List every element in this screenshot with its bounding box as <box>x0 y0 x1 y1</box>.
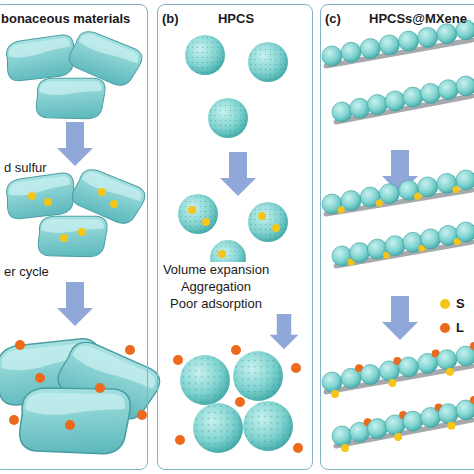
annotation-text: er cycle <box>2 264 51 280</box>
sulfur-dot <box>331 390 339 398</box>
polysulfide-dot <box>470 342 474 350</box>
panel-box: bonaceous materials <box>0 4 148 470</box>
panel-box: (b) HPCS <box>157 4 313 470</box>
carbon-sphere <box>421 229 441 249</box>
carbon-sphere <box>438 404 458 424</box>
carbon-sphere <box>341 191 361 211</box>
carbon-sphere <box>456 76 474 96</box>
legend-item: L <box>440 320 464 335</box>
carbon-sphere <box>399 357 419 377</box>
carbon-sphere <box>418 27 438 47</box>
sulfur-dot <box>394 433 402 441</box>
carbon-sphere <box>379 35 399 55</box>
carbon-sphere <box>332 102 352 122</box>
carbon-sphere <box>350 243 370 263</box>
carbon-sphere <box>350 98 370 118</box>
sulfur-dot <box>414 193 421 200</box>
legend-text: S <box>456 296 465 311</box>
legend-swatch <box>440 299 450 309</box>
carbon-sphere <box>360 365 380 385</box>
sulfur-dot <box>376 200 383 207</box>
panel-heading: HPCSs@MXene <box>369 11 467 26</box>
carbon-sphere <box>379 184 399 204</box>
carbon-sphere <box>385 236 405 256</box>
legend-item: S <box>440 296 465 311</box>
sulfur-dot <box>341 444 349 452</box>
carbon-sphere <box>360 39 380 59</box>
carbon-sphere <box>403 87 423 107</box>
panel-letter: (c) <box>325 11 341 26</box>
sulfur-dot <box>447 422 455 430</box>
carbon-sphere <box>322 372 342 392</box>
carbon-sphere <box>437 24 457 44</box>
carbon-sphere <box>332 426 352 446</box>
legend-swatch <box>440 323 450 333</box>
panel-heading: HPCS <box>218 11 254 26</box>
carbon-sphere <box>403 411 423 431</box>
sulfur-dot <box>388 379 396 387</box>
carbon-sphere <box>418 177 438 197</box>
carbon-sphere <box>456 400 474 420</box>
carbon-sphere <box>437 350 457 370</box>
annotation-text: Poor adsorption <box>168 296 264 312</box>
panel-letter: (b) <box>162 11 179 26</box>
sulfur-dot <box>452 186 459 193</box>
carbon-sphere <box>341 42 361 62</box>
annotation-text: d sulfur <box>2 160 49 176</box>
carbon-sphere <box>438 80 458 100</box>
carbon-sphere <box>385 91 405 111</box>
carbon-sphere <box>322 46 342 66</box>
sulfur-dot <box>446 368 454 376</box>
carbon-sphere <box>456 222 474 242</box>
panel-heading: bonaceous materials <box>1 11 130 26</box>
carbon-sphere <box>456 346 474 366</box>
carbon-sphere <box>399 31 419 51</box>
annotation-text: Volume expansion <box>161 262 271 278</box>
carbon-sphere <box>421 83 441 103</box>
sulfur-dot <box>338 207 345 214</box>
carbon-sphere <box>456 170 474 190</box>
carbon-sphere <box>367 95 387 115</box>
polysulfide-dot <box>470 396 474 404</box>
legend-text: L <box>456 320 464 335</box>
carbon-sphere <box>367 419 387 439</box>
panel-box: (c) HPCSs@MXene <box>320 4 474 470</box>
annotation-text: Aggregation <box>179 279 253 295</box>
